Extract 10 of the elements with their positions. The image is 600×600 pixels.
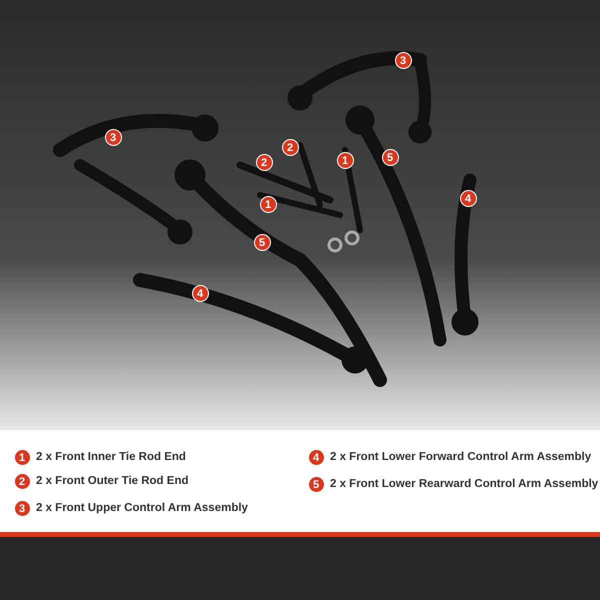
callout-number: 5 — [308, 476, 324, 492]
callout-number: 2 — [14, 472, 30, 490]
part-description: 2 x Front Outer Tie Rod End — [36, 474, 188, 488]
part-description: 2 x Front Inner Tie Rod End — [36, 450, 186, 464]
callout-number: 4 — [308, 448, 324, 466]
part-description: 2 x Front Lower Forward Control Arm Assembly — [330, 450, 592, 464]
callout-number: 1 — [14, 448, 30, 466]
part-description: 2 x Front Lower Rearward Control Arm Assembly — [330, 477, 598, 491]
callout-number: 3 — [14, 500, 30, 516]
part-description: 2 x Front Upper Control Arm Assembly — [36, 501, 248, 515]
